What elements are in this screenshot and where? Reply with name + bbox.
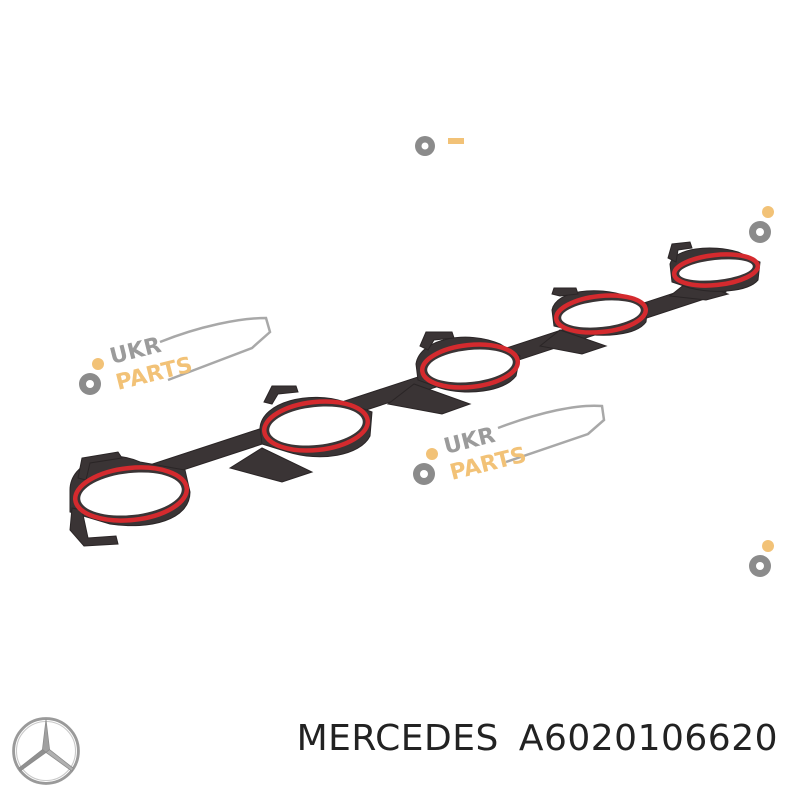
gear-icon [413, 448, 438, 485]
three-pointed-star-icon [12, 717, 80, 785]
caption-text: MERCEDES A6020106620 [297, 718, 778, 759]
gear-icon [749, 540, 774, 577]
gasket-image [69, 241, 761, 547]
gear-icon [79, 358, 104, 395]
brand-name: MERCEDES [296, 718, 499, 759]
watermark-logo: UKR PARTS [413, 404, 606, 486]
watermark-logo: UKR PARTS [79, 316, 272, 396]
gear-icon [415, 136, 464, 156]
part-number: A6020106620 [518, 718, 778, 759]
gear-icon [749, 206, 774, 243]
